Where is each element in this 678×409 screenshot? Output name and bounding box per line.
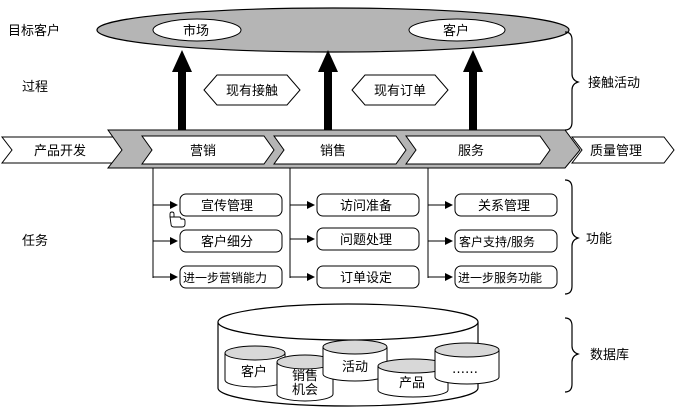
marketing-label: 营销 — [190, 144, 216, 159]
customer-label: 客户 — [443, 23, 469, 39]
task-box — [454, 193, 558, 217]
brace-database — [564, 317, 580, 393]
existing-contact-hex — [203, 74, 301, 106]
task-label: 进一步服务功能 — [458, 270, 542, 285]
db-product-label: 产品 — [399, 376, 425, 391]
up-arrow-sales — [318, 50, 338, 132]
task-box — [316, 227, 420, 251]
task-label: 客户细分 — [201, 234, 253, 250]
task-label: 进一步营销能力 — [183, 271, 267, 285]
task-label: 访问准备 — [340, 198, 392, 214]
row-label-tasks: 任务 — [22, 233, 48, 249]
db-more-cylinder — [434, 342, 500, 385]
task-box — [179, 193, 283, 217]
chevron-quality — [570, 136, 675, 164]
task-label: 订单设定 — [340, 271, 392, 286]
quality-label: 质量管理 — [590, 144, 642, 159]
customer-ellipse — [408, 18, 506, 42]
up-arrow-marketing — [172, 50, 192, 132]
row-label-target-customers: 目标客户 — [8, 23, 60, 39]
brace-contact-activities — [564, 31, 580, 131]
db-sales-opportunity-cylinder — [276, 354, 334, 402]
db-sales-opp-label-1: 销售 — [292, 368, 318, 384]
task-connectors — [152, 168, 453, 281]
task-label: 宣传管理 — [201, 198, 253, 214]
task-label: 关系管理 — [478, 199, 530, 214]
chevron-service — [405, 135, 551, 165]
task-label: 问题处理 — [340, 233, 392, 248]
db-activity-cylinder — [322, 339, 388, 382]
market-label: 市场 — [183, 23, 209, 39]
existing-order-label: 现有订单 — [374, 84, 426, 99]
task-box — [179, 229, 283, 253]
db-sales-opp-label-2: 机会 — [292, 383, 318, 398]
sales-label: 销售 — [320, 143, 346, 159]
chevron-marketing — [141, 135, 275, 165]
task-box — [454, 265, 558, 289]
task-box — [179, 265, 283, 289]
functions-label: 功能 — [586, 232, 612, 247]
hand-pointer-icon — [169, 211, 186, 228]
existing-order-hex — [351, 74, 449, 106]
task-label: 客户支持/服务 — [459, 234, 535, 249]
db-more-label: …… — [452, 362, 478, 377]
database-label: 数据库 — [590, 347, 629, 363]
task-box — [454, 229, 558, 253]
up-arrow-service — [463, 50, 483, 132]
product-dev-label: 产品开发 — [34, 143, 86, 159]
market-ellipse — [152, 18, 242, 42]
db-activity-label: 活动 — [342, 360, 368, 375]
brace-functions — [564, 179, 580, 295]
existing-contact-label: 现有接触 — [226, 83, 278, 99]
chevron-sales — [273, 135, 407, 165]
service-label: 服务 — [458, 143, 484, 159]
db-customer-cylinder — [224, 345, 286, 388]
task-box — [316, 265, 420, 289]
db-customer-label: 客户 — [241, 364, 267, 380]
row-label-process: 过程 — [22, 80, 48, 95]
task-box — [316, 193, 420, 217]
contact-activities-label: 接触活动 — [588, 75, 640, 91]
db-product-cylinder — [377, 358, 449, 398]
